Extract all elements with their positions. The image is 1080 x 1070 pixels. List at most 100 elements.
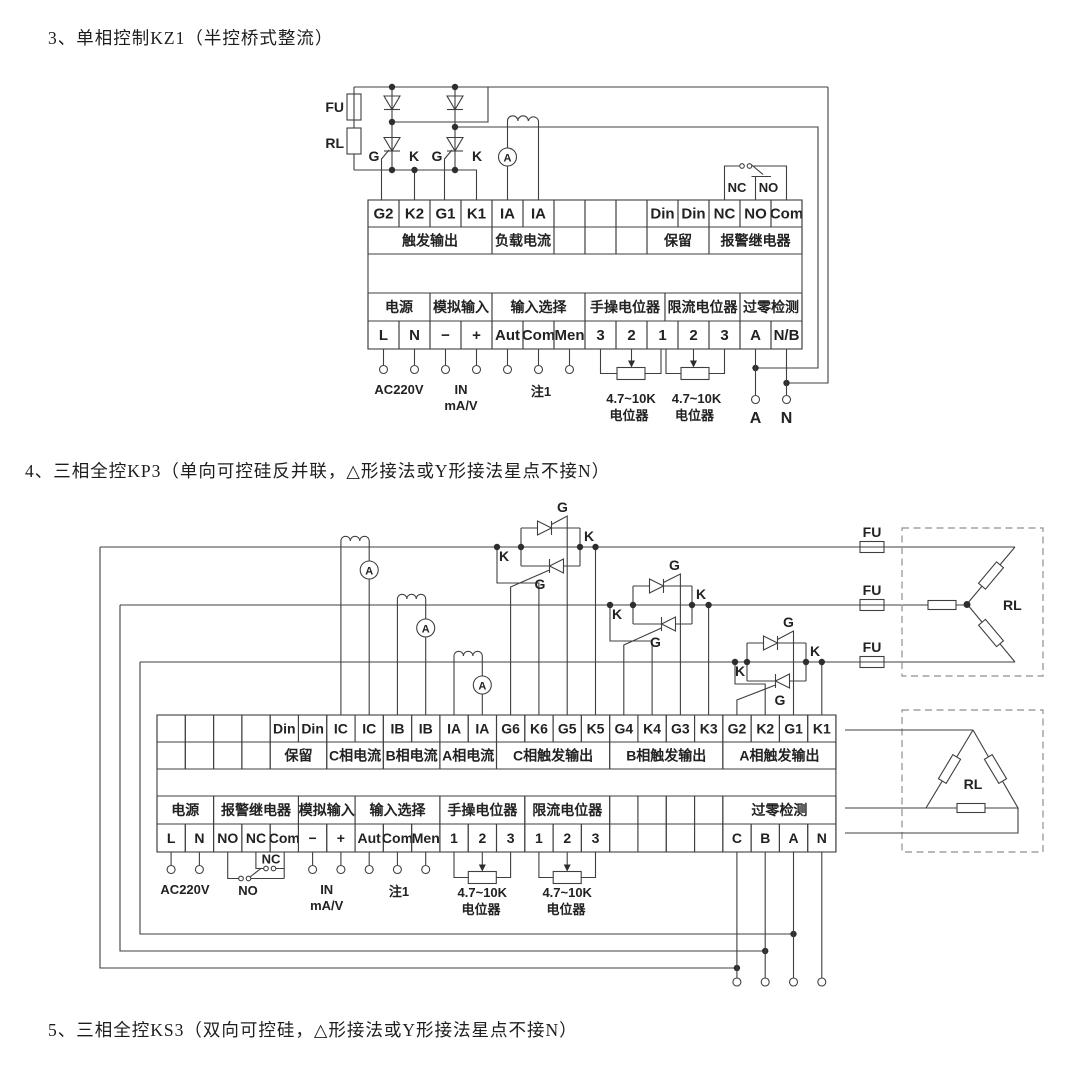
node-dot [411,166,418,174]
wire-segment [845,729,1019,834]
thyristor-icon [548,558,565,574]
ac-supply-label: AC220V [374,382,423,397]
terminal-circle [502,364,513,375]
pot-name-label: 电位器 [461,902,501,917]
ammeter-letter: A [365,566,373,578]
terminal-cell-label: 电源 [171,802,199,818]
terminal-cell-label: 1 [658,327,666,344]
terminal-circle [392,864,402,875]
star-point [963,601,971,608]
thyristor-icon [536,520,553,536]
note-label: 注1 [531,384,551,399]
resistor-icon [927,599,957,611]
ammeter-letter: A [478,681,486,693]
terminal-circle [732,977,742,987]
gate-label: G [775,692,786,708]
gate-label: G [369,148,380,164]
node-dot [451,123,459,131]
contact-point [263,865,269,872]
terminal-cell-label: 2 [563,830,571,846]
terminal-cell-label: C [732,830,742,846]
ac-supply-label: AC220V [160,882,209,897]
fuse-icon [859,598,885,612]
terminal-circle [471,364,482,375]
fuse-icon [859,655,885,669]
thyristor-icon [383,136,401,153]
terminal-cell-label: 模拟输入 [299,802,355,818]
load-label: RL [1003,597,1022,613]
terminal-circle [440,364,451,375]
input-label: IN [320,882,333,897]
terminal-cell-label: 保留 [283,748,312,764]
potentiometer-icon [467,870,497,885]
kz1-block-outline [367,199,803,350]
wire-segment [453,656,483,715]
cathode-label: K [584,528,594,544]
kz1-annotations: AC220V IN mA/V 注1 4.7~10K 电位器 4.7~10K 电位… [374,349,792,427]
terminal-cell-label: A [750,327,761,344]
terminal-circle [817,977,827,987]
gate-label: G [432,148,443,164]
terminal-cell-label: A相触发输出 [739,748,819,764]
terminal-cell-label: 2 [478,830,486,846]
terminal-cell-label: G1 [435,206,455,223]
terminal-circle [750,394,761,405]
contact-point [238,875,244,882]
terminal-cell-label: G4 [614,721,633,737]
node-dot [388,166,396,174]
terminal-cell-label: IA [447,721,461,737]
node-dot [818,658,825,666]
wire-segment [396,599,427,715]
contact-point [245,875,252,882]
section-title-kp3: 4、三相全控KP3（单向可控硅反并联，△形接法或Y形接法星点不接N） [25,461,610,481]
fuse-label: FU [863,524,882,540]
terminal-circle [166,864,176,875]
resistor-icon [983,753,1008,785]
terminal-cell-label: Com [770,206,803,223]
terminal-cell-label: − [441,327,450,344]
relay-contact [227,852,285,880]
terminal-cell-label: IA [475,721,489,737]
wire-segment [170,852,427,865]
potentiometer-icon [616,366,646,381]
terminal-cell-label: IC [362,721,376,737]
terminal-cell-label: N/B [774,327,800,344]
terminal-cell-label: Din [650,206,674,223]
terminal-cell-label: Din [273,721,296,737]
thyristor-icon [774,673,791,689]
ammeter-icon [359,560,379,580]
terminal-cell-label: N [817,830,827,846]
terminal-cell-label: B相电流 [386,748,438,764]
phase-a-label: A [750,410,762,427]
terminal-cell-label: K2 [405,206,424,223]
terminal-cell-label: Com [522,327,555,344]
ct-coil-icon [506,115,540,122]
thyristor-icon [446,136,464,153]
ammeter-icon [416,618,436,638]
terminal-cell-label: C相触发输出 [513,748,593,764]
contact-point [746,163,753,169]
note-label: 注1 [389,884,409,899]
terminal-cell-label: 2 [627,327,635,344]
terminal-cell-label: 输入选择 [369,802,426,818]
junction-dots [388,83,790,387]
resistor-icon [346,127,362,155]
pot-name-label: 电位器 [675,408,715,423]
ct-a: A [453,650,492,715]
terminal-cell-label: + [472,327,481,344]
terminal-cell-label: G5 [558,721,577,737]
node-dot [451,83,459,91]
pot-name-label: 电位器 [609,408,649,423]
thyristor-pair-c: G G K K [493,499,599,715]
relay-contact [723,163,788,200]
gate-label: G [650,634,661,650]
section-title-ks3: 5、三相全控KS3（双向可控硅，△形接法或Y形接法星点不接N） [48,1020,578,1040]
pot-name-label: 电位器 [546,902,586,917]
terminal-cell-label: G3 [671,721,690,737]
terminal-cell-label: Com [269,830,300,846]
node-dot [743,658,751,666]
potentiometer-leads [599,349,726,375]
terminal-cell-label: 手操电位器 [447,802,518,818]
contact-point [270,865,277,872]
